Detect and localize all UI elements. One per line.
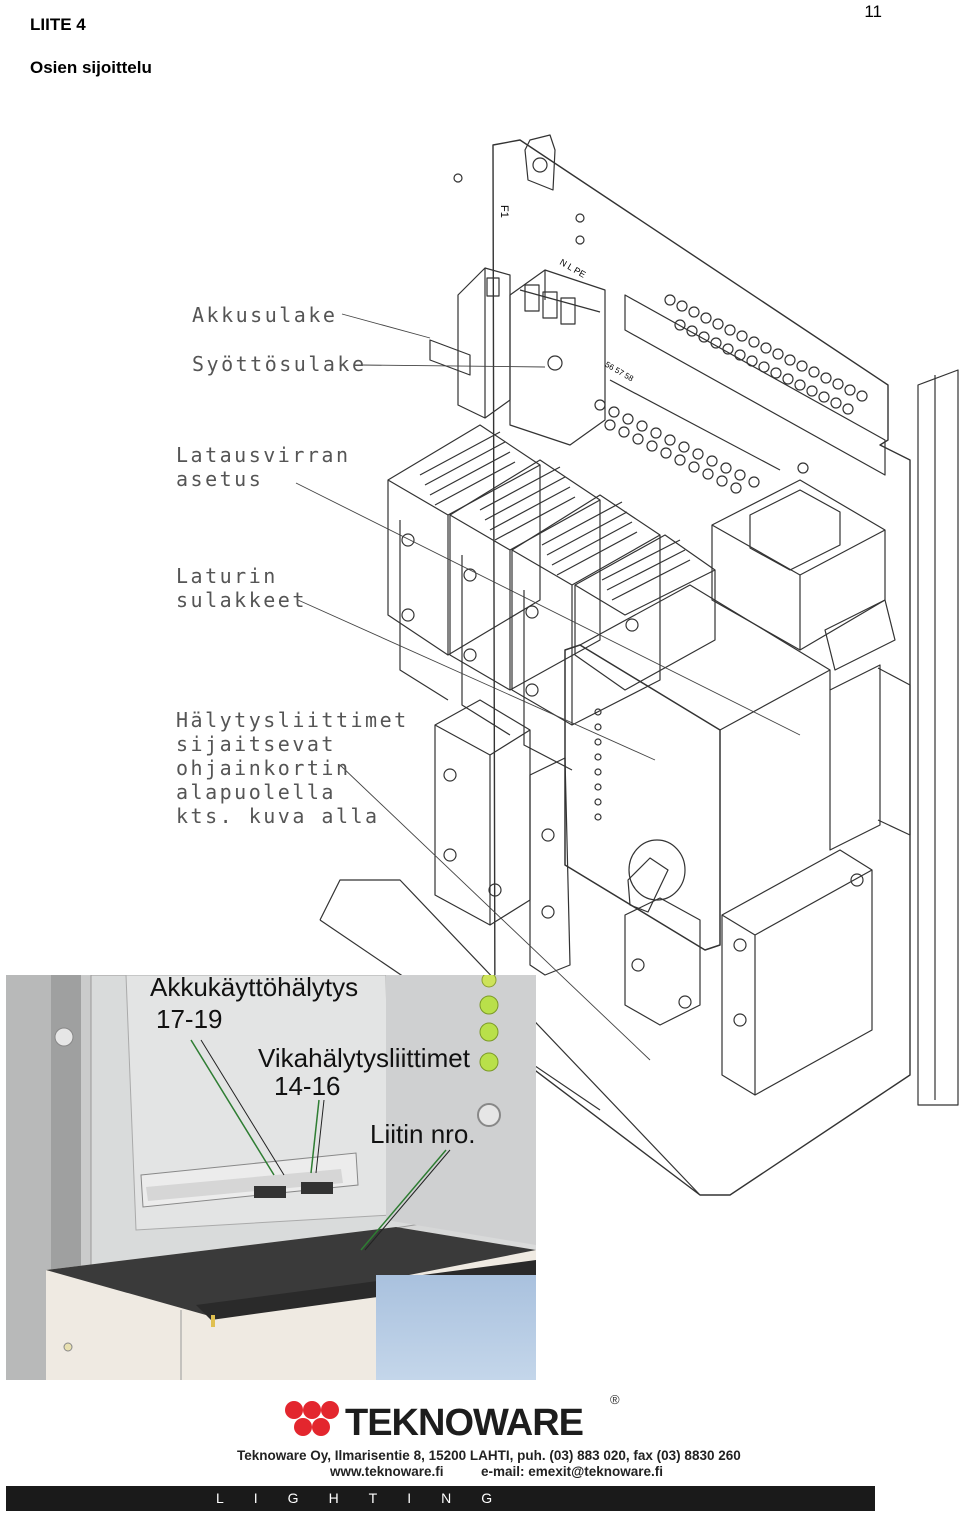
photo-label-battery-alarm-pins: 17-19: [156, 1004, 223, 1034]
side-rail: [917, 369, 959, 1106]
photo-label-fault-alarm: Vikahälytysliittimet: [258, 1043, 470, 1073]
back-panel: [492, 139, 911, 1196]
header-left: LIITE 4 Osien sijoittelu: [30, 14, 152, 79]
upper-terminal-row: [664, 294, 868, 415]
company-contact: www.teknoware.fi e-mail: emexit@teknowar…: [330, 1464, 664, 1479]
lower-module-4: [721, 849, 873, 1096]
charger-module-1: [387, 424, 541, 701]
battery-fuse-holder: [457, 267, 511, 419]
photo-label-fault-alarm-pins: 14-16: [274, 1071, 341, 1101]
photo-art: [6, 975, 536, 1380]
rotary-switch: [627, 839, 686, 913]
led-column: [594, 708, 602, 821]
tagline-bar: LIGHTING TECHNOLOGY: [6, 1486, 875, 1531]
label-battery-fuse: Akkusulake: [192, 303, 338, 327]
base-tray: [319, 879, 701, 1196]
brand-name: TEKNOWARE: [345, 1402, 584, 1444]
cabinet-drawing: [295, 134, 959, 1196]
fuse-mark: F1: [498, 205, 510, 218]
lower-module-3: [624, 897, 701, 1026]
charger-module-3: [511, 494, 661, 771]
control-board: [564, 644, 721, 951]
charger-module-4: [574, 534, 716, 691]
label-charger-fuses: Laturin sulakkeet: [176, 564, 307, 612]
charger-module-2: [449, 459, 601, 736]
lower-terminal-row: [594, 399, 760, 494]
label-alarm-connectors: Hälytysliittimet sijaitsevat ohjainkorti…: [176, 708, 409, 828]
alarm-connector-photo: Akkukäyttöhälytys 17-19 Vikahälytysliitt…: [6, 975, 536, 1380]
registered-mark: ®: [610, 1392, 620, 1407]
leader-lines: [295, 313, 801, 1061]
lower-module-2: [529, 757, 571, 976]
company-address: Teknoware Oy, Ilmarisentie 8, 15200 LAHT…: [237, 1448, 741, 1463]
appendix-label: LIITE 4: [30, 15, 86, 34]
photo-label-battery-alarm: Akkukäyttöhälytys: [150, 975, 359, 1002]
section-title: Osien sijoittelu: [30, 58, 152, 77]
label-supply-fuse: Syöttösulake: [192, 352, 367, 376]
photo-label-connector-number: Liitin nro.: [370, 1119, 476, 1149]
transformer: [711, 479, 886, 651]
page-number: 11: [864, 2, 882, 21]
brand-logo-icon: [285, 1401, 339, 1436]
label-charge-current: Latausvirran asetus: [176, 443, 351, 491]
lower-module-1: [434, 699, 531, 926]
